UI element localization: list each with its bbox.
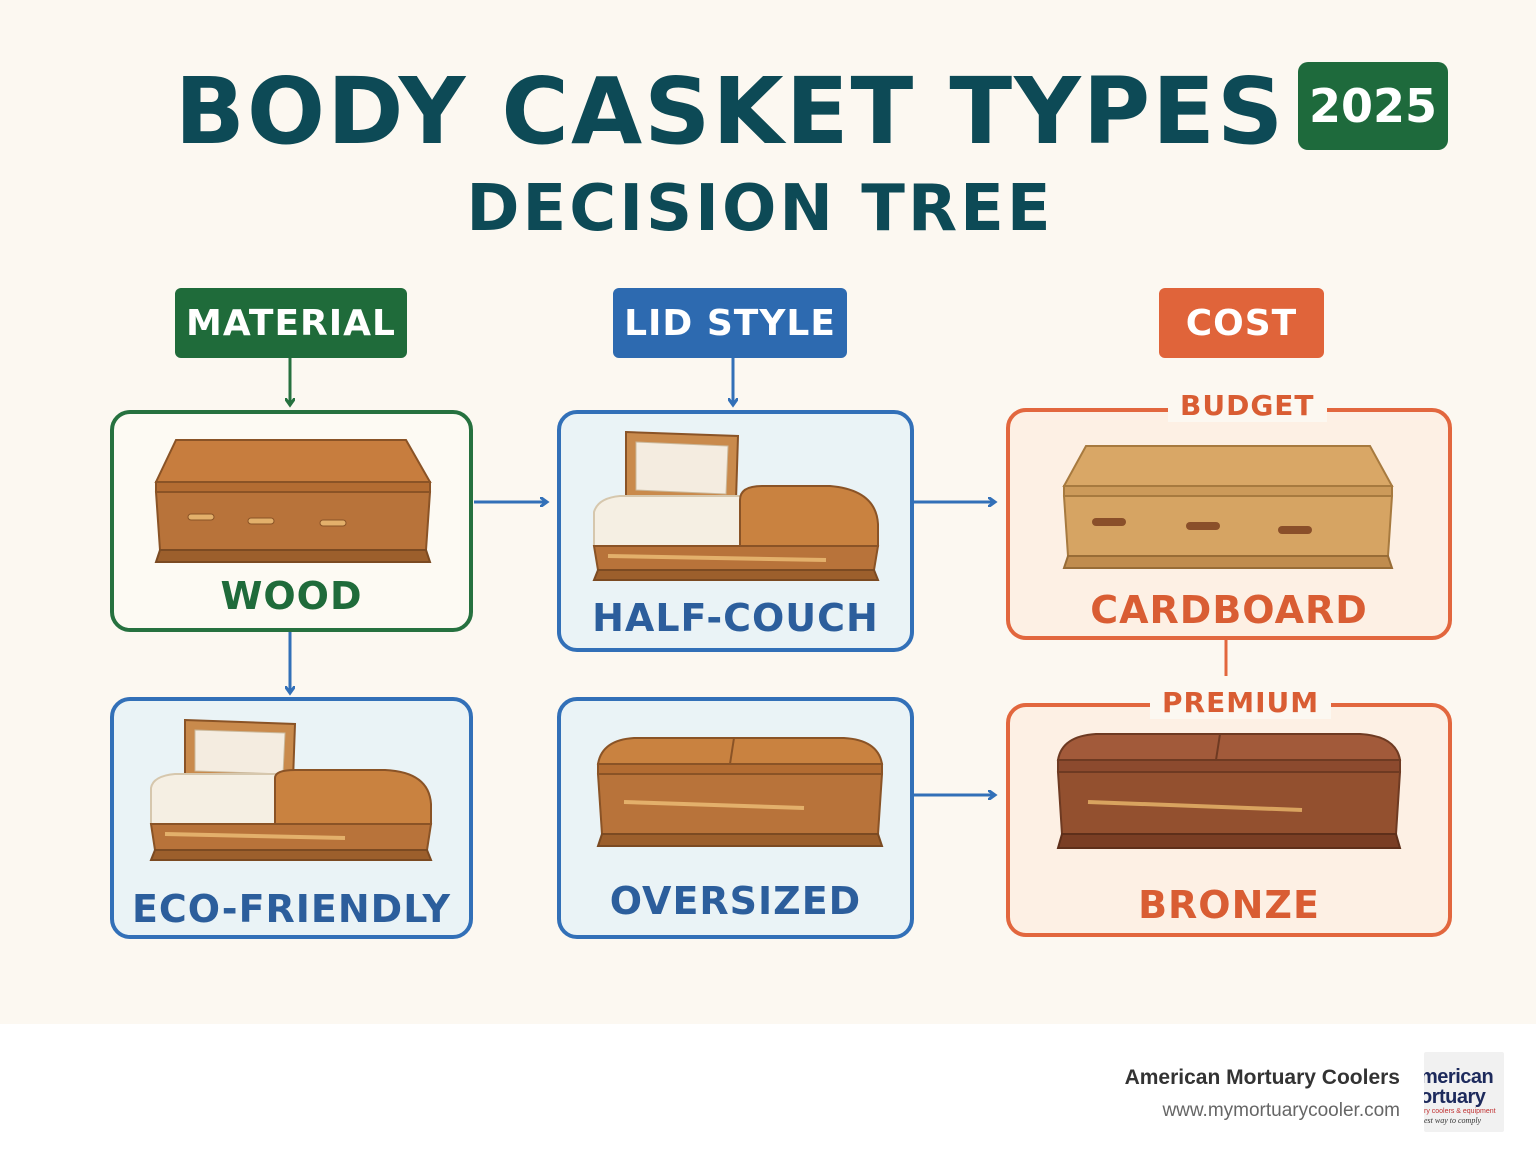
category-material: MATERIAL [175,288,407,358]
node-label-eco-friendly: ECO-FRIENDLY [131,887,452,931]
tier-budget: BUDGET [1168,389,1327,422]
year-badge: 2025 [1298,62,1448,150]
company-logo: merican ortuary ry coolers & equipment e… [1424,1052,1504,1132]
node-label-bronze: BRONZE [1138,883,1320,927]
logo-line-1: merican [1424,1066,1494,1088]
tier-premium: PREMIUM [1150,686,1332,719]
node-label-cardboard: CARDBOARD [1090,588,1368,632]
oversized-casket-illustration [596,737,884,847]
footer [0,1024,1536,1154]
node-label-oversized: OVERSIZED [609,879,862,923]
logo-line-2: ortuary [1424,1086,1486,1108]
category-cost: COST [1159,288,1324,358]
logo-line-4: est way to comply [1424,1116,1482,1125]
footer-url[interactable]: www.mymortuarycooler.com [1162,1100,1400,1121]
page-title: BODY CASKET TYPES [174,58,1286,165]
half-couch-casket-illustration [592,430,880,581]
cardboard-casket-illustration [1062,445,1394,569]
wood-casket-illustration [154,439,432,563]
logo-line-3: ry coolers & equipment [1424,1108,1496,1115]
category-lid-style: LID STYLE [613,288,847,358]
footer-company-name: American Mortuary Coolers [1124,1066,1400,1089]
eco-friendly-casket-illustration [149,718,433,861]
page-subtitle: DECISION TREE [466,172,1054,246]
connector-arrows [0,358,1228,1024]
node-label-half-couch: HALF-COUCH [592,596,879,640]
bronze-casket-illustration [1056,733,1402,849]
node-label-wood: WOOD [220,574,363,618]
